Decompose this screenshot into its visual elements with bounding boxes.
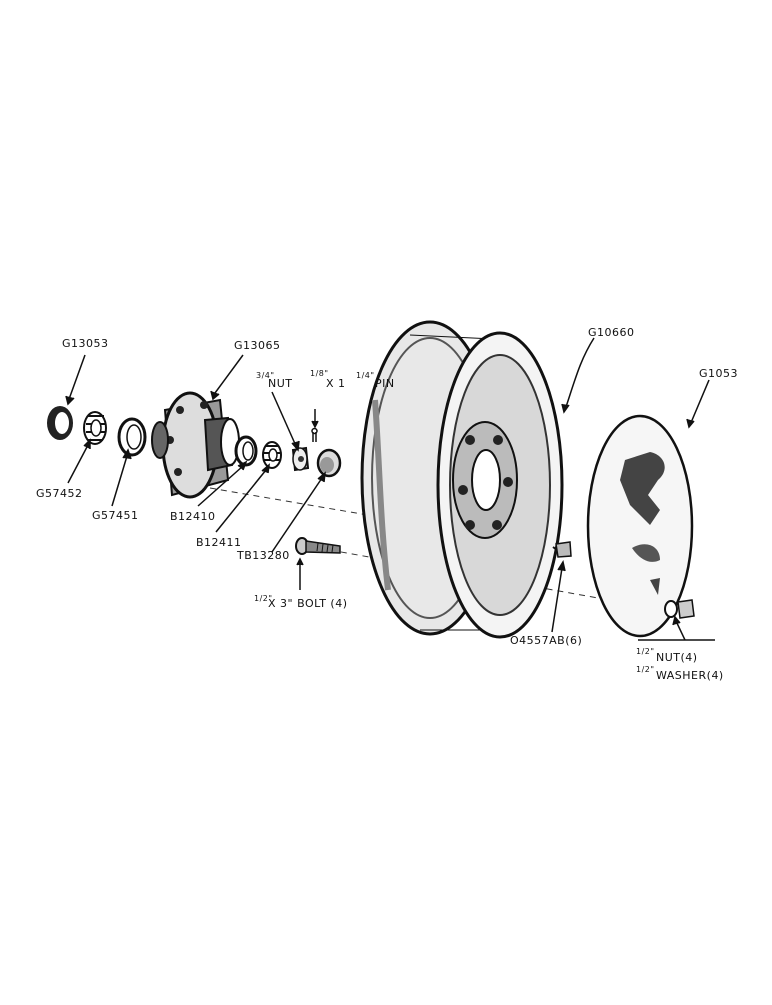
label-o4557ab: O4557AB(6) xyxy=(510,634,583,647)
leader-arrows xyxy=(65,337,715,641)
label-washer4: WASHER(4) xyxy=(656,669,724,682)
bearing-cone-part xyxy=(83,411,107,445)
label-b12410: B12410 xyxy=(170,510,216,523)
cotter-pin-part xyxy=(311,427,318,442)
label-g57451: G57451 xyxy=(92,509,139,522)
hub-cap-part xyxy=(316,448,342,478)
label-pin-fraction-a: 1/8" xyxy=(310,369,329,378)
label-bolt-fraction: 1/2" xyxy=(254,594,273,603)
label-g13065: G13065 xyxy=(234,339,281,352)
label-nut4-fraction: 1/2" xyxy=(636,647,655,656)
label-bolt: X 3" BOLT (4) xyxy=(268,597,348,610)
label-g1053: G1053 xyxy=(699,367,739,380)
label-g57452: G57452 xyxy=(36,487,83,500)
nut-washer-part xyxy=(664,599,695,619)
label-washer4-fraction: 1/2" xyxy=(636,665,655,674)
label-nut4: NUT(4) xyxy=(656,651,698,664)
wheel-bolt-part xyxy=(552,541,572,558)
label-pin-size: X 1 xyxy=(326,377,346,390)
bearing-cup-b12410-part xyxy=(234,435,258,467)
label-g13053: G13053 xyxy=(62,337,109,350)
wheel-rim-part xyxy=(360,320,564,639)
seal-ring-part xyxy=(47,406,73,440)
label-g10660: G10660 xyxy=(588,326,635,339)
label-nut-34: NUT xyxy=(268,377,293,390)
castle-nut-part xyxy=(291,446,310,472)
bearing-cone-b12411-part xyxy=(262,441,282,469)
label-pin: PIN xyxy=(375,377,395,390)
wheel-disc-part xyxy=(586,414,694,638)
bearing-cup-part xyxy=(117,417,147,457)
label-pin-fraction-b: 1/4" xyxy=(356,371,375,380)
bolt-part xyxy=(295,537,341,555)
label-b12411: B12411 xyxy=(196,536,242,549)
label-tb13280: TB13280 xyxy=(237,549,290,562)
label-nut-34-fraction: 3/4" xyxy=(256,371,275,380)
